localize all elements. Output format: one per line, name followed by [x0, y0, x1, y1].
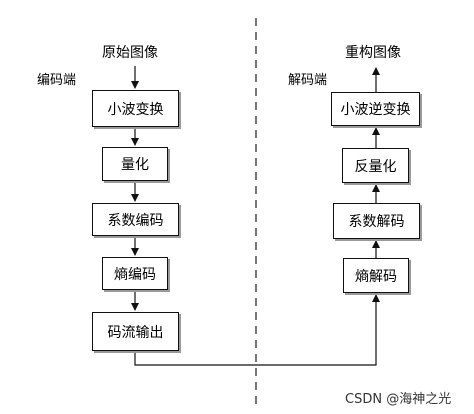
decoder-side-label: 解码端 [288, 73, 328, 88]
decoder-step-entropy-decoding: 熵解码 [343, 258, 409, 293]
encoder-step-bitstream-output: 码流输出 [92, 312, 179, 351]
encoder-step-coefficient-encoding: 系数编码 [92, 203, 179, 236]
decoder-step-coefficient-decoding: 系数解码 [333, 203, 420, 239]
decoder-step-dequantization: 反量化 [342, 148, 409, 183]
reconstructed-image-label: 重构图像 [345, 45, 401, 61]
decoder-step-inverse-wavelet-transform: 小波逆变换 [331, 92, 420, 126]
encoder-step-entropy-encoding: 熵编码 [102, 257, 168, 290]
arrow-bitstream-to-entropydec [134, 294, 380, 366]
original-image-label: 原始图像 [102, 45, 158, 61]
watermark-text: CSDN @海神之光 [345, 392, 452, 407]
encoder-step-wavelet-transform: 小波变换 [92, 90, 179, 127]
encoder-step-quantization: 量化 [102, 147, 168, 181]
encoder-side-label: 编码端 [37, 73, 77, 88]
